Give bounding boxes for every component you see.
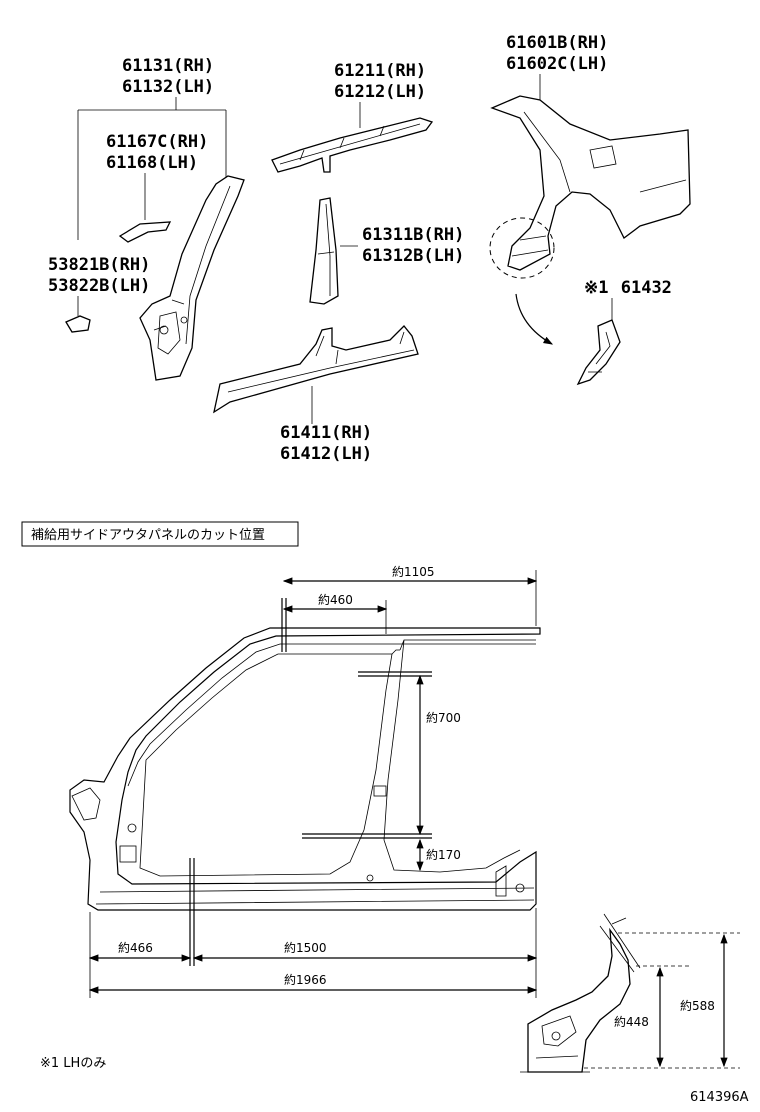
part-61211-detail	[279, 123, 421, 165]
wheel-arch-detail	[520, 913, 641, 1073]
part-61167-bracket	[118, 221, 172, 243]
part-61432-number: 61432	[621, 278, 672, 298]
cut-lines	[189, 598, 432, 966]
part-label-61131-rh: 61131(RH)	[122, 56, 214, 76]
part-61411-detail	[227, 331, 415, 393]
part-label-61311-lh: 61312B(LH)	[362, 246, 464, 266]
dim-1105: 約1105	[392, 564, 435, 579]
dim-466: 約466	[118, 940, 153, 955]
part-61131-detail	[153, 185, 231, 355]
part-53821-clip	[65, 315, 91, 333]
cut-section-title: 補給用サイドアウタパネルのカット位置	[31, 528, 265, 543]
part-label-61411-rh: 61411(RH)	[280, 423, 372, 443]
part-61432-arch-piece	[576, 319, 621, 386]
side-panel-outline	[69, 627, 541, 911]
part-61311-detail	[317, 203, 335, 296]
part-label-61411-lh: 61412(LH)	[280, 444, 372, 464]
part-label-53821-rh: 53821B(RH)	[48, 255, 150, 275]
dim-448: 約448	[614, 1014, 649, 1029]
part-61432-mark: ※1	[584, 278, 608, 298]
wheel-arch-dimensions	[584, 932, 740, 1069]
dimension-lines	[88, 570, 538, 998]
part-label-61211-rh: 61211(RH)	[334, 61, 426, 81]
part-61601-cut-circle	[489, 217, 555, 279]
part-61601-detail	[511, 111, 687, 257]
part-label-61601-rh: 61601B(RH)	[506, 33, 608, 53]
part-label-61311-rh: 61311B(RH)	[362, 225, 464, 245]
part-61131-pillar	[139, 175, 245, 381]
part-61131-hole	[180, 316, 188, 324]
dim-1500: 約1500	[284, 940, 327, 955]
part-label-61601-lh: 61602C(LH)	[506, 54, 608, 74]
cut-section-title-box	[21, 521, 299, 547]
part-label-61432: ※1 61432	[584, 278, 672, 298]
part-label-61167-lh: 61168(LH)	[106, 153, 198, 173]
part-61211-roof-rail	[271, 117, 434, 173]
part-label-61167-rh: 61167C(RH)	[106, 132, 208, 152]
part-61601-quarter-panel	[490, 95, 691, 271]
leader-61131	[77, 97, 227, 240]
part-61311-center-pillar	[309, 197, 339, 305]
diagram-code: 614396A	[690, 1090, 749, 1105]
dim-460: 約460	[318, 592, 353, 607]
footnote-lh-only: ※1 LHのみ	[40, 1056, 106, 1071]
part-label-61131-lh: 61132(LH)	[122, 77, 214, 97]
dim-588: 約588	[680, 998, 715, 1013]
part-61131-hole-2	[159, 325, 169, 335]
dim-700: 約700	[426, 710, 461, 725]
part-label-53821-lh: 53822B(LH)	[48, 276, 150, 296]
dim-1966: 約1966	[284, 972, 327, 987]
part-61411-rocker	[213, 325, 419, 414]
part-61432-detail	[588, 331, 611, 373]
dim-170: 約170	[426, 847, 461, 862]
arrow-to-61432	[515, 293, 554, 345]
part-label-61211-lh: 61212(LH)	[334, 82, 426, 102]
